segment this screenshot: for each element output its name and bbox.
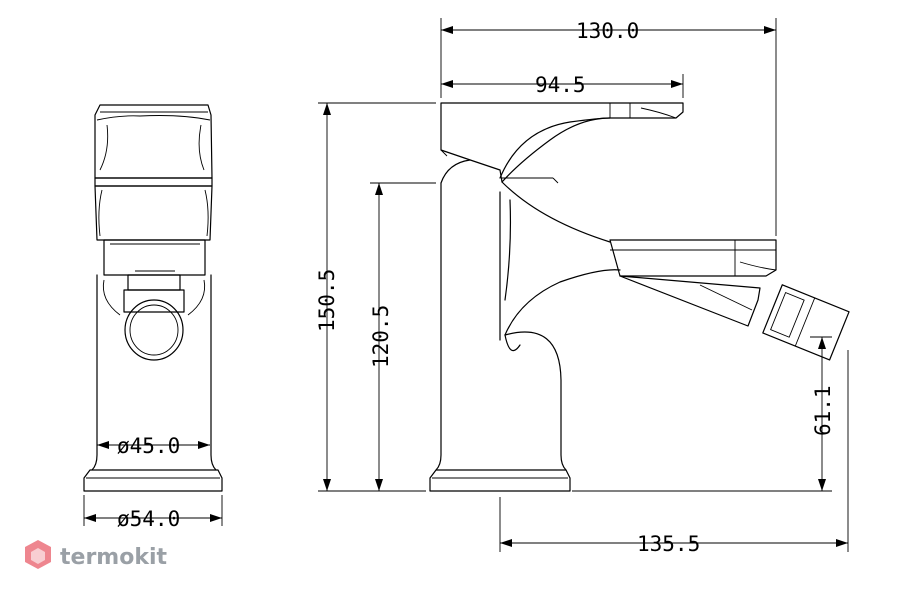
dim-spout-reach: 94.5 — [441, 73, 684, 98]
side-body — [435, 182, 442, 471]
body-height-label: 120.5 — [369, 305, 393, 368]
front-base — [83, 469, 223, 492]
front-body-column — [91, 274, 98, 471]
brand-name: termokit — [60, 545, 167, 570]
side-nozzle-head — [762, 284, 850, 361]
side-base — [429, 469, 571, 492]
front-spout-block — [103, 239, 206, 276]
dim-total-length: 130.0 — [440, 18, 777, 236]
base-diameter-label: ø54.0 — [117, 507, 180, 531]
total-length-label: 130.0 — [576, 19, 639, 43]
side-spout — [609, 239, 777, 277]
front-body-upper — [94, 185, 213, 241]
dim-body-diameter: ø45.0 — [97, 434, 210, 458]
front-nozzle-outlet — [124, 299, 184, 361]
nozzle-height-label: 61.1 — [811, 385, 835, 436]
spout-reach-label: 94.5 — [535, 73, 586, 97]
nozzle-reach-label: 135.5 — [637, 532, 700, 556]
dim-total-height: 150.5 — [315, 102, 436, 492]
front-view — [83, 104, 223, 492]
dim-nozzle-height: 61.1 — [572, 336, 835, 492]
brand-watermark: termokit — [25, 540, 167, 570]
side-nozzle-arm — [619, 275, 761, 327]
body-diameter-label: ø45.0 — [117, 434, 180, 458]
dim-body-height: 120.5 — [369, 182, 436, 491]
dim-base-diameter: ø54.0 — [83, 495, 223, 531]
front-nozzle — [127, 274, 181, 291]
dim-nozzle-reach: 135.5 — [499, 350, 849, 556]
side-view — [429, 102, 850, 492]
side-lever — [440, 102, 684, 183]
total-height-label: 150.5 — [315, 269, 339, 332]
